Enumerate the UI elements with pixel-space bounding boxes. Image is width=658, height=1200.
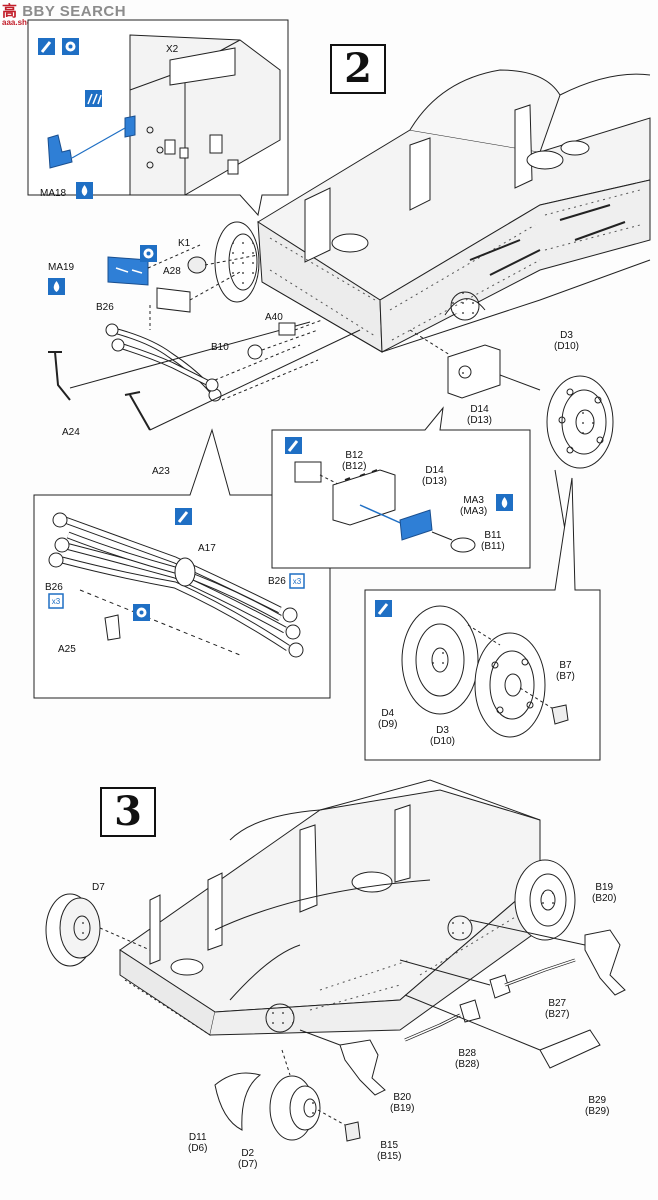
water-drop-icon	[496, 494, 513, 511]
part-label-ma19: MA19	[48, 262, 75, 273]
part-label-b26-right: B26	[268, 576, 286, 587]
part-label-b26-left: B26	[45, 582, 63, 593]
watermark-brand: BBY SEARCH	[22, 3, 127, 20]
quantity-badge: x3	[292, 577, 302, 586]
step-number-3: 3	[100, 787, 156, 837]
part-label-k1: K1	[178, 238, 191, 249]
hull-step3	[119, 779, 576, 1036]
inset-a17-cables	[48, 512, 304, 658]
watermark-prefix: 高	[2, 3, 18, 20]
glue-icon	[375, 600, 392, 617]
part-label-b11: B11(B11)	[481, 530, 505, 552]
glue-icon	[38, 38, 55, 55]
part-label-b29: B29(B29)	[585, 1095, 610, 1117]
part-label-a23: A23	[152, 466, 170, 477]
part-label-b12: B12(B12)	[342, 450, 367, 472]
part-label-b20: B20(B19)	[390, 1092, 415, 1114]
part-label-b27: B27(B27)	[545, 998, 570, 1020]
water-drop-icon	[48, 278, 65, 295]
inset-x2	[47, 34, 281, 196]
icons	[38, 38, 513, 621]
part-label-ma3: MA3(MA3)	[460, 495, 488, 517]
glue-icon	[285, 437, 302, 454]
water-drop-icon	[76, 182, 93, 199]
part-label-a24: A24	[62, 427, 80, 438]
part-label-d14-top: D14(D13)	[467, 404, 493, 426]
part-label-b26: B26	[96, 302, 114, 313]
part-label-a28: A28	[163, 266, 181, 277]
part-label-d14-inset: D14(D13)	[422, 465, 448, 487]
step-number-2: 2	[330, 44, 386, 94]
glue-icon	[175, 508, 192, 525]
part-label-d7: D7	[92, 882, 105, 893]
option-icon	[62, 38, 79, 55]
part-label-b10: B10	[211, 342, 229, 353]
part-label-x2: X2	[166, 44, 179, 55]
part-label-b7: B7(B7)	[556, 660, 575, 682]
part-label-a40: A40	[265, 312, 283, 323]
watermark: 高 BBY SEARCH	[2, 0, 126, 21]
part-label-ma18: MA18	[40, 188, 67, 199]
option-icon	[140, 245, 157, 262]
part-label-b15: B15(B15)	[377, 1140, 402, 1162]
part-label-d3-top: D3(D10)	[554, 330, 580, 352]
inset-road-wheels	[401, 605, 569, 738]
part-label-a25: A25	[58, 644, 76, 655]
part-label-d11: D11(D6)	[188, 1132, 208, 1154]
part-label-d4: D4(D9)	[378, 708, 398, 730]
photo-etch-icon	[85, 90, 102, 107]
part-label-a17: A17	[198, 543, 216, 554]
option-icon	[133, 604, 150, 621]
part-label-b28: B28(B28)	[455, 1048, 480, 1070]
part-label-d2: D2(D7)	[238, 1148, 258, 1170]
part-label-d3-inset: D3(D10)	[430, 725, 456, 747]
part-label-b19: B19(B20)	[592, 882, 617, 904]
quantity-badge: x3	[51, 597, 61, 606]
hull-step2	[214, 69, 651, 353]
multiply-icon	[289, 573, 305, 589]
inset-d14	[294, 461, 476, 553]
multiply-icon	[48, 593, 64, 609]
